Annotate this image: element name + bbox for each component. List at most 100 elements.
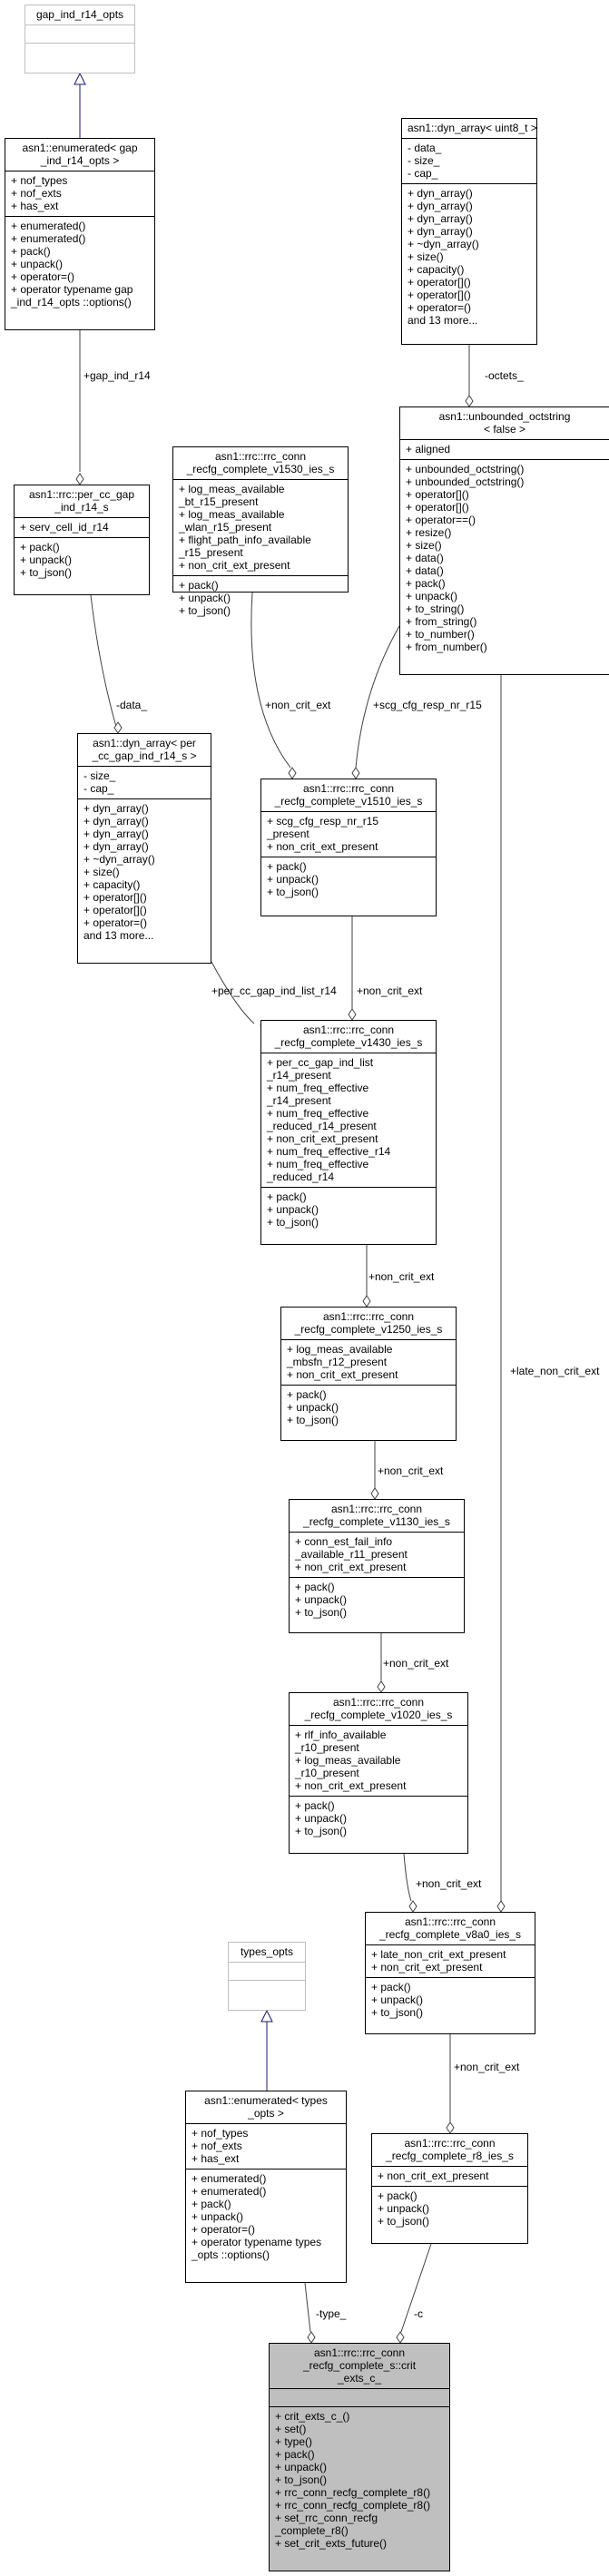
method-item: + pack() <box>267 860 307 873</box>
method-item: + operator[]() <box>406 501 469 514</box>
composition-diamond-icon <box>370 1487 379 1500</box>
method-item: + pack() <box>287 1388 327 1401</box>
class-rrc-conn-recfg-complete-v1510-ies[interactable]: asn1::rrc::rrc_conn_recfg_complete_v1510… <box>260 779 437 916</box>
method-item: + resize() <box>406 526 452 539</box>
method-item: + pack() <box>192 2198 231 2210</box>
class-enumerated-types-opts[interactable]: asn1::enumerated< types_opts >+ nof_type… <box>185 2091 347 2283</box>
composition-diamond-icon <box>446 2121 455 2134</box>
method-item: + unbounded_octstring() <box>406 463 525 475</box>
class-title: types_opts <box>229 1943 305 1962</box>
class-per-cc-gap-ind-r14[interactable]: asn1::rrc::per_cc_gap_ind_r14_s+ serv_ce… <box>14 485 150 595</box>
method-item: + unpack() <box>275 2461 328 2473</box>
class-title: asn1::rrc::rrc_conn_recfg_complete_v1430… <box>261 1021 436 1053</box>
class-rrc-conn-recfg-complete-v1250-ies[interactable]: asn1::rrc::rrc_conn_recfg_complete_v1250… <box>280 1307 457 1441</box>
composition-diamond-icon <box>396 2331 405 2344</box>
attribute-list <box>25 24 134 43</box>
method-item: + unpack() <box>192 2210 244 2223</box>
method-item: + dyn_array() <box>83 828 149 840</box>
method-item: + operator[]() <box>408 276 471 289</box>
composition-diamond-icon <box>288 767 297 779</box>
edge-non-crit-v1510 <box>250 592 291 769</box>
method-list <box>229 1980 305 1998</box>
attribute-item: - size_ <box>83 769 116 782</box>
method-item: + operator typename types <box>192 2236 322 2248</box>
class-title-line: asn1::dyn_array< uint8_t > <box>408 122 537 134</box>
method-item: + to_json() <box>371 2006 424 2019</box>
attribute-item: + nof_exts <box>192 2140 242 2152</box>
class-title-line: asn1::rrc::rrc_conn <box>404 1915 496 1928</box>
class-enumerated-gap-ind-r14-opts[interactable]: asn1::enumerated< gap_ind_r14_opts >+ no… <box>5 138 155 330</box>
method-item: + unpack() <box>295 1812 348 1825</box>
class-title-line: asn1::rrc::rrc_conn <box>302 1024 395 1036</box>
attribute-item: _r14_present <box>267 1069 331 1082</box>
method-item: + unpack() <box>295 1593 348 1606</box>
edge-label-non-crit-v1130: +non_crit_ext <box>378 1464 444 1477</box>
edge-label-non-crit-v8a0: +non_crit_ext <box>416 1877 482 1890</box>
method-item: + unpack() <box>378 2202 430 2215</box>
class-rrc-conn-recfg-complete-v1130-ies[interactable]: asn1::rrc::rrc_conn_recfg_complete_v1130… <box>289 1499 465 1633</box>
edge-label-late-non-crit: +late_non_crit_ext <box>510 1365 600 1377</box>
edge-label-non-crit-r8: +non_crit_ext <box>454 2061 520 2073</box>
method-item: + to_json() <box>267 1216 319 1229</box>
attribute-list: + rlf_info_available_r10_present+ log_me… <box>290 1725 467 1796</box>
method-item: + dyn_array() <box>83 840 149 853</box>
attribute-item: + aligned <box>406 443 451 455</box>
method-item: + unpack() <box>267 1203 319 1216</box>
method-item: + crit_exts_c_() <box>275 2410 350 2423</box>
class-title-line: asn1::rrc::rrc_conn <box>404 2137 496 2150</box>
method-list: + pack()+ unpack()+ to_json() <box>173 575 348 621</box>
method-item: + dyn_array() <box>408 225 473 238</box>
attribute-item: _r10_present <box>295 1741 359 1754</box>
composition-diamond-icon <box>377 1680 386 1693</box>
class-title-line: asn1::rrc::rrc_conn <box>302 782 395 795</box>
method-item: + to_string() <box>406 602 465 615</box>
class-title-line: _recfg_complete_v1510_ies_s <box>274 795 423 808</box>
method-item: + set_rrc_conn_recfg <box>275 2512 378 2524</box>
class-unbounded-octstring[interactable]: asn1::unbounded_octstring< false >+ alig… <box>399 406 609 675</box>
class-title: asn1::rrc::per_cc_gap_ind_r14_s <box>15 485 149 517</box>
method-item: + operator[]() <box>83 891 147 904</box>
attribute-item: + log_meas_available <box>179 508 285 521</box>
class-title-line: asn1::enumerated< gap <box>22 142 138 154</box>
method-item: + ~dyn_array() <box>408 238 479 250</box>
class-types-opts[interactable]: types_opts <box>228 1942 306 2011</box>
class-title-line: _cc_gap_ind_r14_s > <box>92 749 197 762</box>
attribute-item: _mbsfn_r12_present <box>287 1356 388 1368</box>
class-rrc-conn-recfg-complete-v8a0-ies[interactable]: asn1::rrc::rrc_conn_recfg_complete_v8a0_… <box>365 1912 535 2034</box>
class-title-line: _recfg_complete_r8_ies_s <box>386 2150 514 2162</box>
class-dyn-array-uint8[interactable]: asn1::dyn_array< uint8_t >- data_- size_… <box>401 118 537 345</box>
method-item: + rrc_conn_recfg_complete_r8() <box>275 2486 431 2499</box>
inherit-arrow-icon <box>260 2009 273 2023</box>
class-title-line: _recfg_complete_v8a0_ies_s <box>378 1928 522 1941</box>
method-item: + data() <box>406 552 444 564</box>
method-list: + dyn_array()+ dyn_array()+ dyn_array()+… <box>78 798 211 945</box>
method-item: + pack() <box>295 1581 335 1593</box>
class-rrc-conn-recfg-complete-v1430-ies[interactable]: asn1::rrc::rrc_conn_recfg_complete_v1430… <box>260 1020 437 1245</box>
method-item: + pack() <box>267 1190 307 1203</box>
class-rrc-conn-recfg-complete-crit-exts[interactable]: asn1::rrc::rrc_conn_recfg_complete_s::cr… <box>269 2343 450 2571</box>
method-item: + enumerated() <box>11 220 86 232</box>
method-item: + pack() <box>406 577 446 590</box>
edge-type <box>304 2282 311 2333</box>
attribute-item: + log_meas_available <box>287 1343 393 1356</box>
class-dyn-array-per-cc-gap-ind-r14[interactable]: asn1::dyn_array< per_cc_gap_ind_r14_s >-… <box>77 733 211 964</box>
method-list: + pack()+ unpack()+ to_json() <box>372 2186 527 2231</box>
class-gap-ind-r14-opts[interactable]: gap_ind_r14_opts <box>25 5 135 73</box>
class-title-line: _opts > <box>248 2107 284 2120</box>
class-rrc-conn-recfg-complete-v1530-ies[interactable]: asn1::rrc::rrc_conn_recfg_complete_v1530… <box>172 446 349 617</box>
method-item: _ind_r14_opts ::options() <box>11 296 132 309</box>
edge-label-per-cc-list: +per_cc_gap_ind_list_r14 <box>211 984 337 997</box>
attribute-item: + non_crit_ext_present <box>287 1368 398 1381</box>
attribute-item: + conn_est_fail_info <box>295 1535 393 1548</box>
class-rrc-conn-recfg-complete-r8-ies[interactable]: asn1::rrc::rrc_conn_recfg_complete_r8_ie… <box>371 2133 528 2244</box>
method-item: + to_json() <box>295 1825 348 1837</box>
edge-label-data: -data_ <box>116 699 148 711</box>
edge-label-c: -c <box>414 2307 423 2320</box>
composition-diamond-icon <box>113 721 123 734</box>
class-rrc-conn-recfg-complete-v1020-ies[interactable]: asn1::rrc::rrc_conn_recfg_complete_v1020… <box>289 1692 468 1854</box>
class-title: asn1::enumerated< types_opts > <box>186 2091 346 2123</box>
class-title-line: asn1::rrc::rrc_conn <box>322 1310 415 1323</box>
class-title-line: asn1::rrc::per_cc_gap <box>28 488 135 501</box>
class-title-line: _recfg_complete_v1020_ies_s <box>304 1709 453 1721</box>
